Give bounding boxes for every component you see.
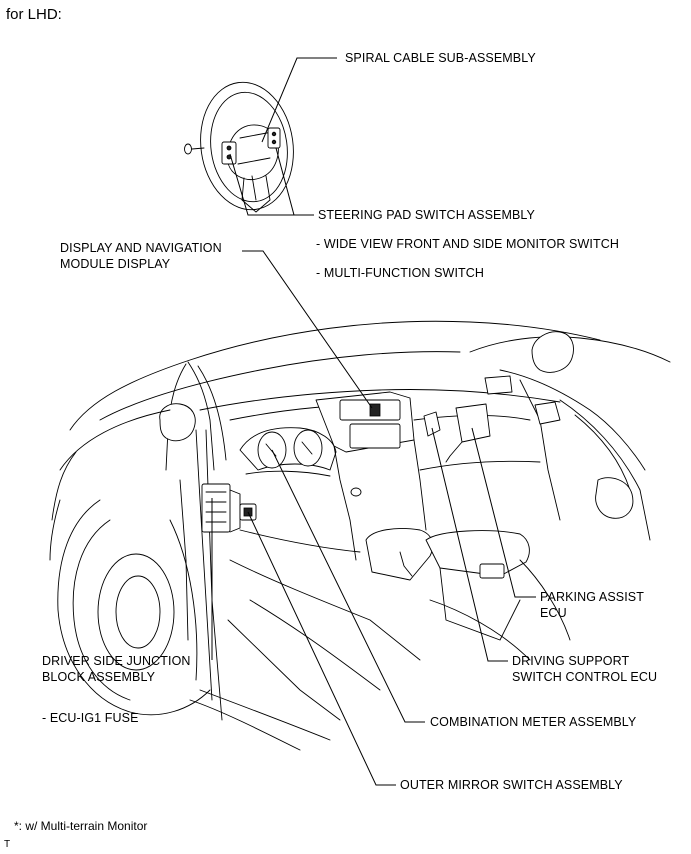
- label-steering-pad-switch: STEERING PAD SWITCH ASSEMBLY: [318, 208, 535, 222]
- label-combination-meter: COMBINATION METER ASSEMBLY: [430, 715, 637, 729]
- label-parking-assist-line1: PARKING ASSIST: [540, 590, 644, 604]
- leader-lines: [211, 57, 536, 786]
- label-junction-block-line2: BLOCK ASSEMBLY: [42, 670, 156, 684]
- label-outer-mirror-switch: OUTER MIRROR SWITCH ASSEMBLY: [400, 778, 623, 792]
- label-parking-assist-line2: ECU: [540, 606, 567, 620]
- label-junction-block-line1: DRIVER SIDE JUNCTION: [42, 654, 191, 668]
- steering-wheel-illustration: [184, 81, 294, 213]
- label-wide-view-monitor-switch: - WIDE VIEW FRONT AND SIDE MONITOR SWITC…: [316, 237, 619, 251]
- label-multi-function-switch: - MULTI-FUNCTION SWITCH: [316, 266, 485, 280]
- label-display-navigation-line2: MODULE DISPLAY: [60, 257, 171, 271]
- page-heading: for LHD:: [6, 6, 62, 23]
- label-ecu-ig1-fuse: - ECU-IG1 FUSE: [42, 711, 139, 725]
- corner-mark: T: [4, 839, 11, 850]
- label-spiral-cable: SPIRAL CABLE SUB-ASSEMBLY: [345, 51, 536, 65]
- label-driving-support-line1: DRIVING SUPPORT: [512, 654, 630, 668]
- label-driving-support-line2: SWITCH CONTROL ECU: [512, 670, 658, 684]
- label-display-navigation-line1: DISPLAY AND NAVIGATION: [60, 241, 222, 255]
- footnote: *: w/ Multi-terrain Monitor: [14, 819, 148, 833]
- vehicle-interior-illustration: [49, 320, 671, 751]
